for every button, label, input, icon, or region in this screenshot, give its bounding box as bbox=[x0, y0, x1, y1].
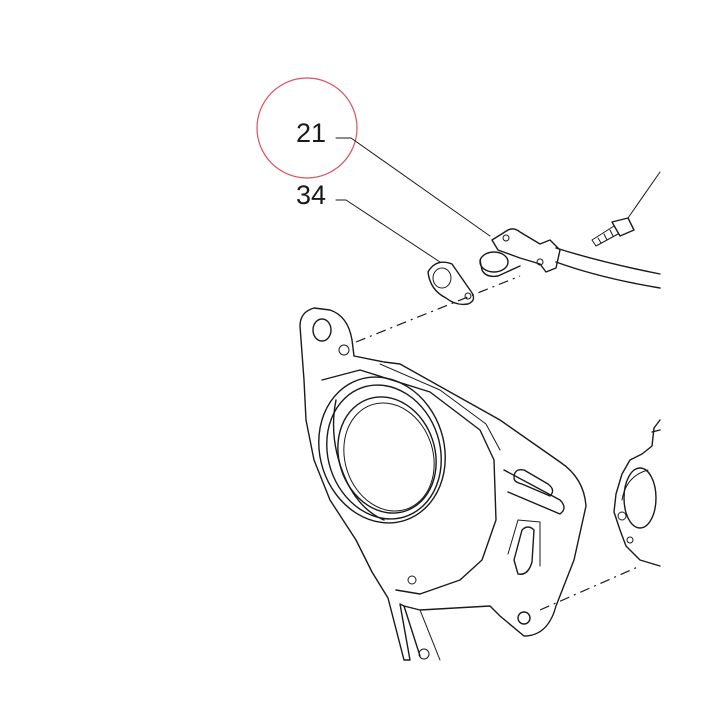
callout-label-21[interactable]: 21 bbox=[296, 118, 326, 148]
callout-label-34[interactable]: 34 bbox=[296, 180, 326, 210]
housing-bracket bbox=[299, 307, 587, 661]
bolt bbox=[591, 217, 635, 247]
leader-line-34 bbox=[335, 199, 441, 263]
alignment-line-upper bbox=[355, 275, 521, 343]
adjacent-component bbox=[613, 419, 661, 567]
highlight-circle bbox=[256, 77, 358, 179]
gasket-part-34 bbox=[427, 261, 475, 306]
alignment-line-lower bbox=[539, 565, 641, 611]
sensor-part-21 bbox=[479, 228, 661, 289]
leader-line-21 bbox=[335, 137, 491, 237]
leader-line-bolt bbox=[627, 171, 661, 219]
